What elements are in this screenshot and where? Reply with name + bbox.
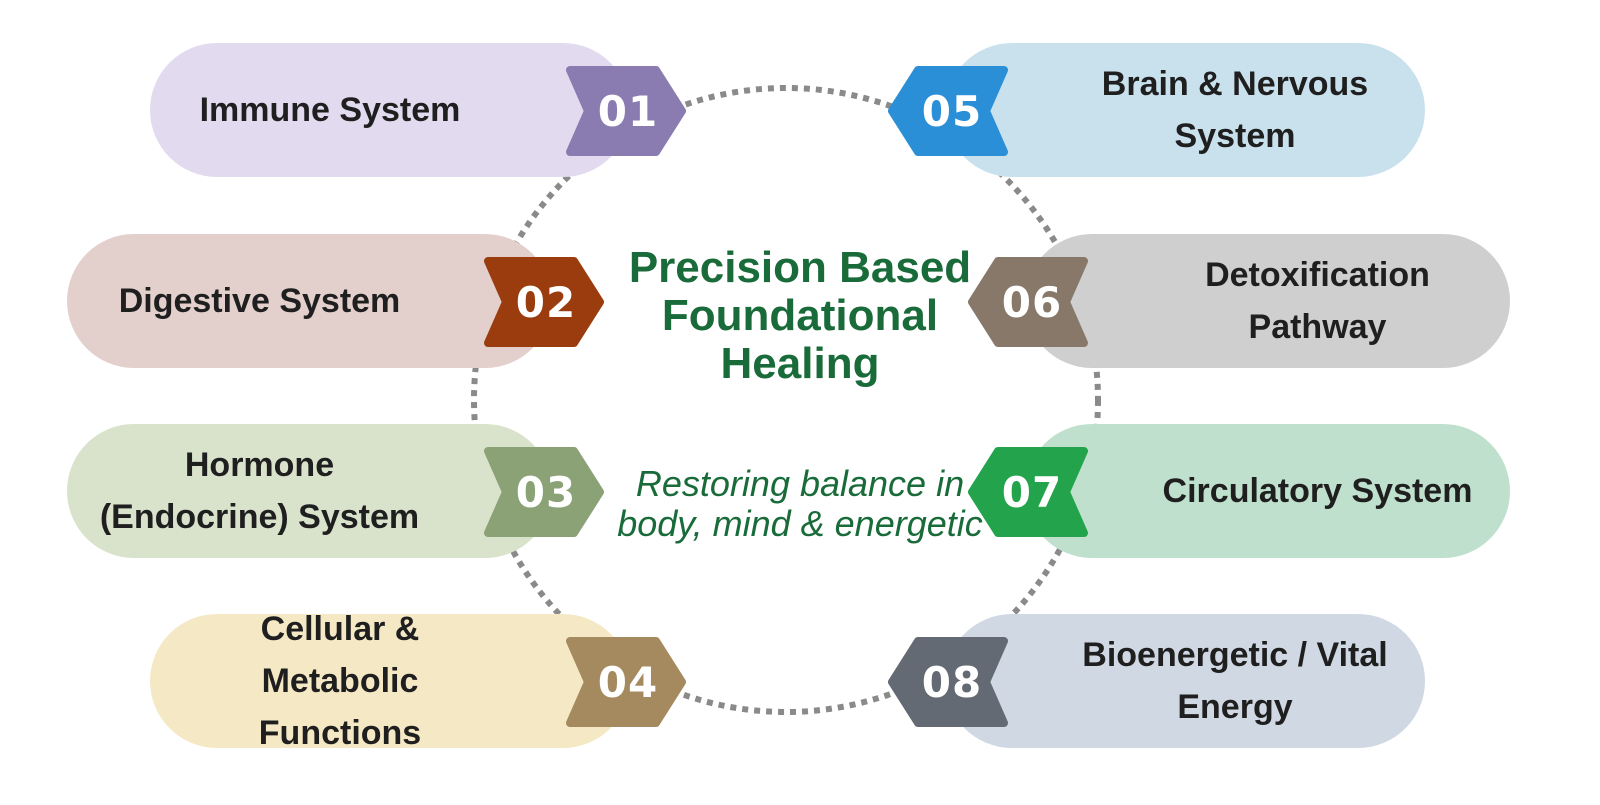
item-bioenergetic: Bioenergetic / Vital Energy <box>945 614 1425 748</box>
item-label: Brain & Nervous System <box>1101 65 1369 155</box>
badge-07: 07 <box>968 447 1094 537</box>
item-label: Cellular & Metabolic Functions <box>258 610 422 752</box>
item-label: Hormone (Endocrine) System <box>99 446 420 536</box>
item-label: Circulatory System <box>1162 472 1473 510</box>
badge-number: 01 <box>597 86 659 136</box>
item-label: Detoxification Pathway <box>1205 256 1430 346</box>
badge-08: 08 <box>888 637 1014 727</box>
item-label: Bioenergetic / Vital Energy <box>1082 636 1388 726</box>
badge-number: 08 <box>921 657 983 707</box>
badge-number: 02 <box>515 277 577 327</box>
badge-03: 03 <box>478 447 604 537</box>
item-hormone-system: Hormone (Endocrine) System <box>67 424 552 558</box>
badge-04: 04 <box>560 637 686 727</box>
item-digestive-system: Digestive System <box>67 234 552 368</box>
badge-05: 05 <box>888 66 1014 156</box>
center-title: Precision Based Foundational Healing <box>628 243 972 388</box>
item-circulatory: Circulatory System <box>1025 424 1510 558</box>
badge-number: 05 <box>921 86 983 136</box>
badge-number: 06 <box>1001 277 1063 327</box>
item-detoxification: Detoxification Pathway <box>1025 234 1510 368</box>
item-brain-nervous: Brain & Nervous System <box>945 43 1425 177</box>
item-label: Digestive System <box>118 282 401 320</box>
badge-number: 04 <box>597 657 659 707</box>
center-subtitle: Restoring balance in body, mind & energe… <box>617 463 983 544</box>
badge-number: 03 <box>515 467 577 517</box>
badge-06: 06 <box>968 257 1094 347</box>
badge-02: 02 <box>478 257 604 347</box>
item-immune-system: Immune System <box>150 43 630 177</box>
badge-number: 07 <box>1001 467 1063 517</box>
badge-01: 01 <box>560 66 686 156</box>
item-cellular-metabolic: Cellular & Metabolic Functions <box>150 610 630 752</box>
item-label: Immune System <box>199 91 461 129</box>
